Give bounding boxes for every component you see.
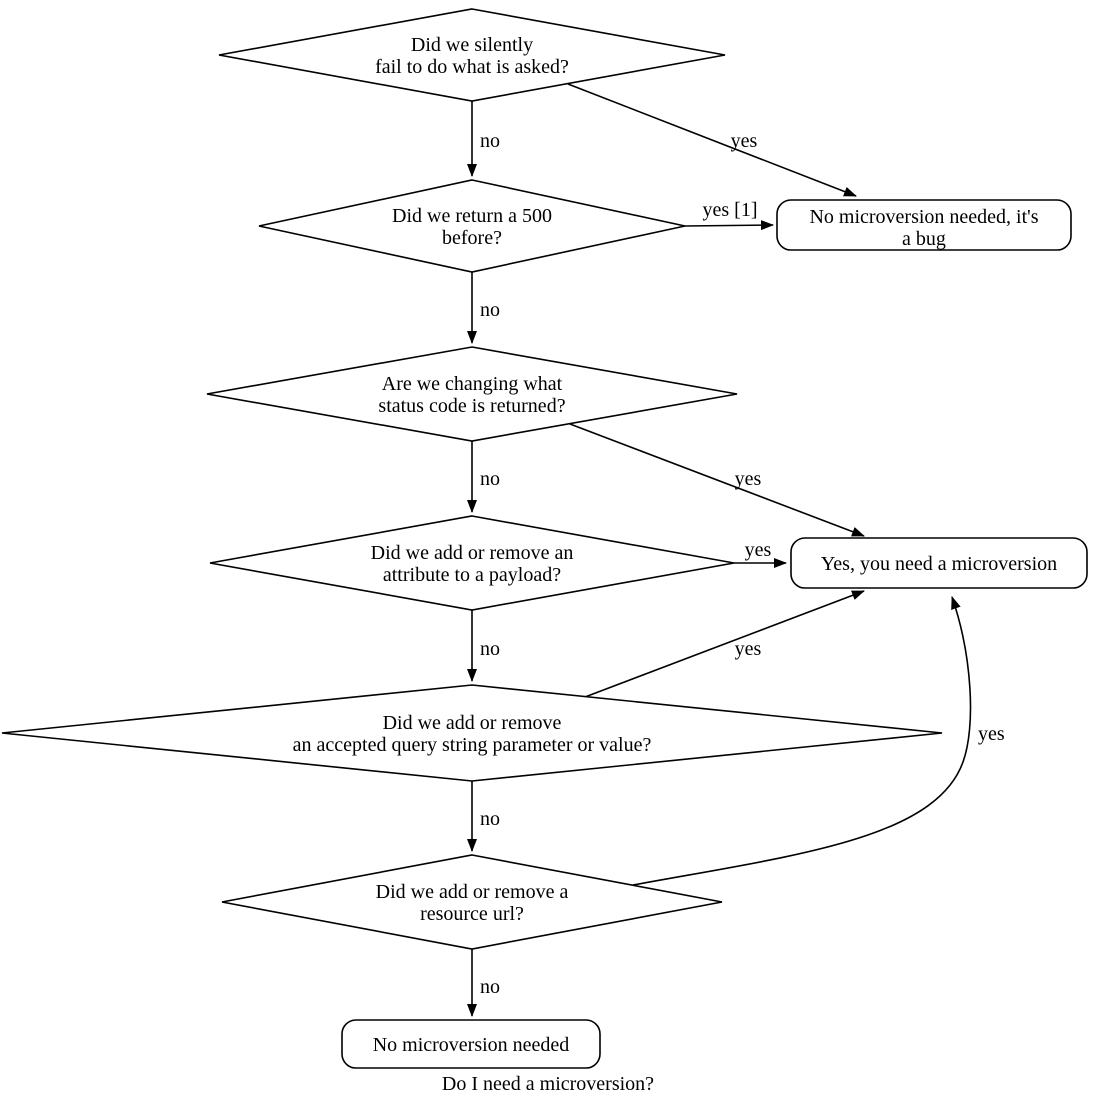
edge-label-status-code-no: no [480,468,500,490]
decision-return-500-diamond [258,179,686,273]
decision-status-code-line1: Are we changing what [382,373,563,395]
decision-query-param-line1: Did we add or remove [383,712,562,734]
decision-status-code: Are we changing what status code is retu… [206,346,738,442]
edge-query-param-yes [584,590,865,698]
decision-silent-fail: Did we silently fail to do what is asked… [218,8,726,102]
terminal-no-microversion-label: No microversion needed [373,1034,570,1056]
edge-label-resource-url-no: no [480,976,500,998]
terminal-yes-microversion-box [790,537,1088,589]
terminal-yes-microversion: Yes, you need a microversion [790,537,1088,589]
decision-return-500-line2: before? [442,227,502,249]
edge-label-query-param-yes: yes [735,638,762,660]
decision-return-500-line1: Did we return a 500 [392,205,552,227]
decision-resource-url-diamond [221,854,723,950]
terminal-no-microversion-bug: No microversion needed, it's a bug [776,199,1072,251]
decision-resource-url-line1: Did we add or remove a [376,881,569,903]
decision-query-param-line2: an accepted query string parameter or va… [293,734,652,756]
decision-status-code-diamond [206,346,738,442]
terminal-no-microversion: No microversion needed [341,1019,601,1069]
decision-return-500: Did we return a 500 before? [258,179,686,273]
terminal-no-microversion-bug-box [776,199,1072,251]
terminal-yes-microversion-label: Yes, you need a microversion [821,553,1057,575]
edge-status-code-yes [569,423,865,537]
edge-label-status-code-yes: yes [735,468,762,490]
edge-label-resource-url-yes: yes [978,723,1005,745]
terminal-no-microversion-bug-line1: No microversion needed, it's [809,206,1038,228]
edge-return-500-yes [684,220,774,231]
decision-query-param: Did we add or remove an accepted query s… [1,684,943,782]
decision-resource-url: Did we add or remove a resource url? [221,854,723,950]
decision-payload-attr: Did we add or remove an attribute to a p… [209,515,735,611]
decision-status-code-line2: status code is returned? [378,395,565,417]
terminal-no-microversion-box [341,1019,601,1069]
decision-payload-attr-line1: Did we add or remove an [371,542,574,564]
decision-resource-url-line2: resource url? [420,903,524,925]
edge-resource-url-yes [632,596,972,886]
decision-payload-attr-diamond [209,515,735,611]
edge-label-return-500-no: no [480,299,500,321]
decision-silent-fail-line2: fail to do what is asked? [375,56,569,78]
terminal-no-microversion-bug-line2: a bug [902,228,946,250]
decision-silent-fail-diamond [218,8,726,102]
edge-label-return-500-yes: yes [1] [703,199,758,221]
edge-label-payload-attr-yes: yes [745,539,772,561]
edge-label-payload-attr-no: no [480,638,500,660]
flowchart-caption: Do I need a microversion? [442,1073,654,1095]
edge-label-query-param-no: no [480,808,500,830]
decision-silent-fail-line1: Did we silently [411,34,533,56]
decision-query-param-diamond [1,684,943,782]
decision-payload-attr-line2: attribute to a payload? [383,564,561,586]
edge-silent-fail-yes [567,83,857,197]
edge-label-silent-fail-no: no [480,130,500,152]
edge-label-silent-fail-yes: yes [731,130,758,152]
